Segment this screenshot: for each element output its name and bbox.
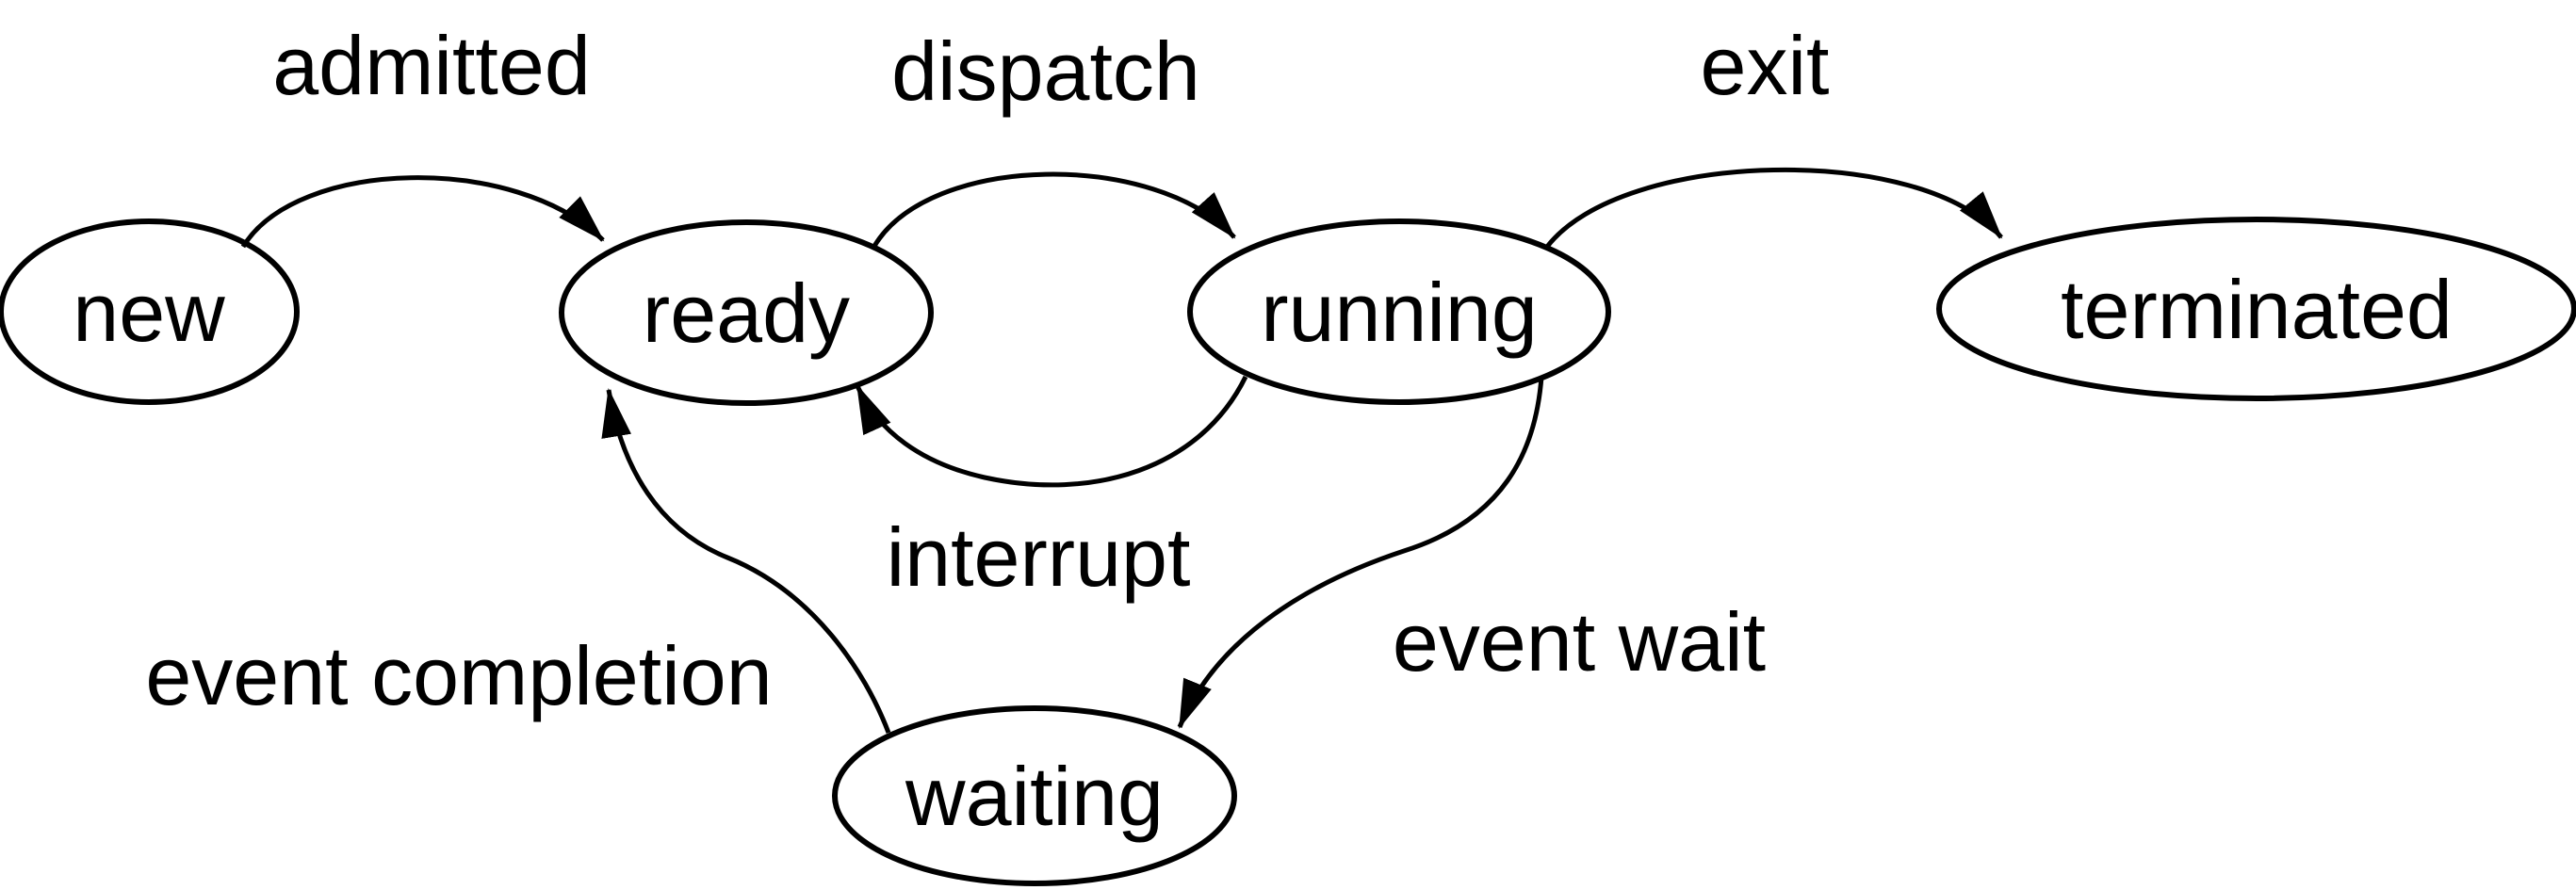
state-label-new: new	[73, 266, 225, 359]
state-label-ready: ready	[643, 267, 850, 360]
transition-label-admitted: admitted	[272, 19, 591, 112]
transition-arrow-admitted	[240, 175, 605, 249]
transition-label-exit: exit	[1701, 19, 1830, 112]
transitions-layer	[240, 167, 2003, 734]
state-label-running: running	[1261, 266, 1538, 359]
state-ellipse-running	[1187, 218, 1611, 405]
state-ellipse-ready	[559, 219, 934, 406]
labels-layer: new ready running terminated waiting admitted…	[73, 19, 2453, 843]
transition-arrow-exit	[1545, 167, 2003, 249]
state-ellipse-new	[0, 218, 300, 405]
state-label-waiting: waiting	[905, 750, 1164, 843]
transition-arrow-event-wait	[1177, 376, 1544, 729]
state-label-terminated: terminated	[2061, 263, 2453, 356]
transition-label-dispatch: dispatch	[891, 24, 1200, 118]
transition-label-event-completion: event completion	[145, 629, 772, 722]
transition-label-interrupt: interrupt	[887, 510, 1191, 604]
transition-arrow-dispatch	[871, 171, 1236, 250]
transition-arrow-interrupt	[855, 375, 1248, 488]
transition-label-event-wait: event wait	[1393, 595, 1766, 688]
state-ellipse-terminated	[1936, 217, 2576, 401]
states-layer	[0, 217, 2576, 886]
transition-arrow-event-completion	[601, 388, 891, 734]
state-ellipse-waiting	[832, 705, 1237, 886]
